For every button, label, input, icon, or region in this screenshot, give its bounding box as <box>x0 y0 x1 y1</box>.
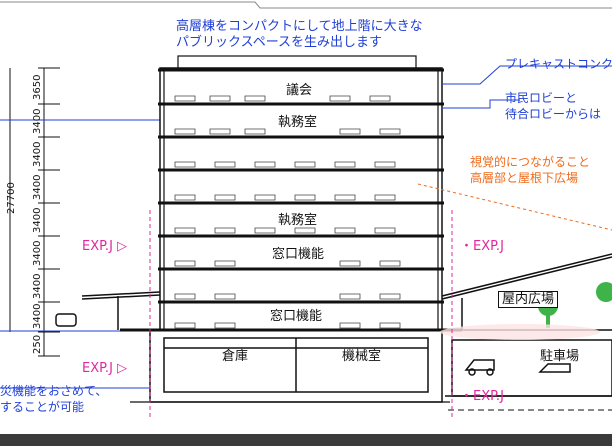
room-storage: 倉庫 <box>222 349 249 364</box>
dimension-chain <box>9 67 60 357</box>
dim-seg-3: 3400 <box>32 141 43 167</box>
room-counter-lower: 窓口機能 <box>270 309 323 324</box>
room-parking: 駐車場 <box>540 349 580 364</box>
floor-furniture <box>174 95 401 329</box>
dim-seg-5: 3400 <box>32 207 43 233</box>
exp-joint-right-upper: ・EXP.J <box>460 239 504 254</box>
exp-joint-left-upper: EXP.J ▷ <box>82 239 128 254</box>
visual-note-2: 高層部と屋根下広場 <box>470 171 579 185</box>
exp-joint-left-lower: EXP.J ▷ <box>82 361 128 376</box>
dim-seg-1: 3650 <box>32 74 43 100</box>
exp-joint-right-lower: ・EXP.J <box>460 389 504 404</box>
dim-seg-8: 3400 <box>32 303 43 329</box>
bottom-bar <box>0 434 612 446</box>
room-office-upper: 執務室 <box>278 115 318 130</box>
dim-base: 250 <box>32 334 43 354</box>
caption-top-1: 高層棟をコンパクトにして地上階に大きな <box>176 19 423 34</box>
left-canopy <box>55 291 161 330</box>
sheet-top-border <box>0 1 612 9</box>
leader-lines <box>0 65 612 389</box>
dim-seg-7: 3400 <box>32 273 43 299</box>
room-indoor-plaza: 屋内広場 <box>498 291 559 308</box>
room-office-lower: 執務室 <box>278 213 318 228</box>
lobby-note-2: 待合ロビーからは <box>505 107 602 121</box>
visual-note-1: 視覚的につながること <box>470 155 591 169</box>
caption-top-2: パブリックスペースを生み出します <box>176 35 383 50</box>
lobby-note-1: 市民ロビーと <box>505 91 578 105</box>
dim-seg-4: 3400 <box>32 174 43 200</box>
room-machine: 機械室 <box>342 349 382 364</box>
disaster-note-1: 災機能をおさめて、 <box>0 384 108 398</box>
basement <box>149 329 612 403</box>
dim-seg-6: 3400 <box>32 240 43 266</box>
room-counter-upper: 窓口機能 <box>272 247 325 262</box>
disaster-note-2: することが可能 <box>0 400 85 414</box>
precast-note: プレキャストコンク <box>505 57 612 71</box>
dim-seg-2: 3400 <box>32 108 43 134</box>
room-assembly: 議会 <box>286 83 313 98</box>
exp-joint-lines <box>149 210 453 420</box>
dim-total: 27700 <box>6 182 17 214</box>
